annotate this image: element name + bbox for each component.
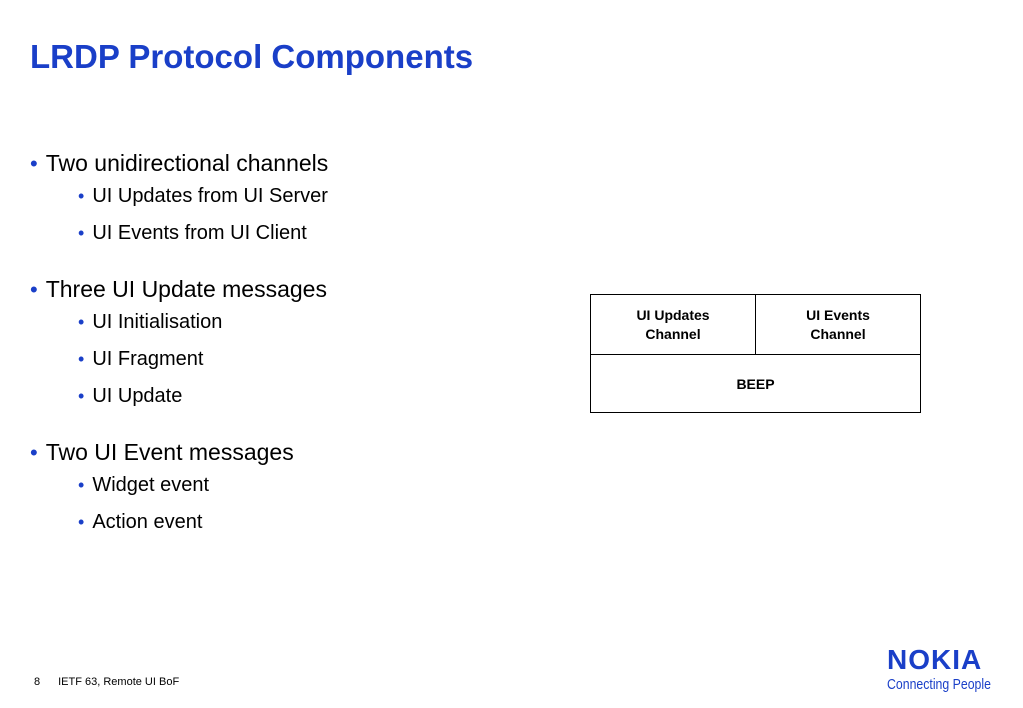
nokia-logo: NOKIA Connecting People bbox=[887, 646, 1005, 694]
bullet-dot-icon: • bbox=[78, 186, 85, 206]
bullet-text: Two UI Event messages bbox=[45, 439, 294, 465]
box-label-line: Channel bbox=[810, 325, 866, 342]
box-label-line: UI Events bbox=[806, 306, 870, 323]
bullet-group: • Two UI Event messages • Widget event •… bbox=[30, 437, 550, 541]
sub-bullet-item: • UI Events from UI Client bbox=[30, 215, 550, 252]
footer: 8 IETF 63, Remote UI BoF bbox=[34, 676, 179, 688]
bullet-item: • Two unidirectional channels bbox=[30, 148, 550, 178]
sub-bullet-text: Action event bbox=[92, 511, 203, 533]
protocol-stack-diagram: UI Updates Channel UI Events Channel BEE… bbox=[590, 294, 921, 413]
bullet-group: • Two unidirectional channels • UI Updat… bbox=[30, 148, 550, 252]
bullet-dot-icon: • bbox=[78, 475, 85, 495]
beep-box: BEEP bbox=[591, 355, 920, 413]
sub-bullet-text: UI Events from UI Client bbox=[92, 222, 307, 244]
sub-bullet-item: • UI Fragment bbox=[30, 341, 550, 378]
bullet-text: Two unidirectional channels bbox=[45, 150, 329, 176]
bullet-dot-icon: • bbox=[78, 386, 85, 406]
sub-bullet-text: UI Fragment bbox=[92, 348, 204, 370]
ui-events-channel-box: UI Events Channel bbox=[755, 295, 920, 354]
slide-title: LRDP Protocol Components bbox=[30, 38, 474, 75]
box-label-line: UI Updates bbox=[636, 306, 710, 323]
sub-bullet-text: UI Update bbox=[92, 385, 183, 407]
sub-bullet-item: • UI Initialisation bbox=[30, 304, 550, 341]
bullet-item: • Three UI Update messages bbox=[30, 274, 550, 304]
bullet-list: • Two unidirectional channels • UI Updat… bbox=[30, 148, 550, 563]
bullet-dot-icon: • bbox=[78, 312, 85, 332]
footer-text: IETF 63, Remote UI BoF bbox=[58, 676, 180, 688]
sub-bullet-text: Widget event bbox=[92, 474, 210, 496]
bullet-dot-icon: • bbox=[30, 277, 38, 302]
logo-tagline: Connecting People bbox=[887, 676, 991, 693]
bullet-item: • Two UI Event messages bbox=[30, 437, 550, 467]
ui-updates-channel-box: UI Updates Channel bbox=[591, 295, 755, 354]
sub-bullet-text: UI Updates from UI Server bbox=[92, 185, 328, 207]
bullet-dot-icon: • bbox=[78, 512, 85, 532]
sub-bullet-item: • Widget event bbox=[30, 467, 550, 504]
box-label-line: Channel bbox=[645, 325, 701, 342]
bullet-text: Three UI Update messages bbox=[45, 276, 327, 302]
bullet-dot-icon: • bbox=[78, 349, 85, 369]
bullet-dot-icon: • bbox=[30, 151, 38, 176]
sub-bullet-item: • UI Update bbox=[30, 378, 550, 415]
beep-label: BEEP bbox=[736, 376, 775, 392]
sub-bullet-text: UI Initialisation bbox=[92, 311, 223, 333]
sub-bullet-item: • UI Updates from UI Server bbox=[30, 178, 550, 215]
page-number: 8 bbox=[34, 676, 41, 688]
bullet-group: • Three UI Update messages • UI Initiali… bbox=[30, 274, 550, 415]
logo-wordmark: NOKIA bbox=[887, 644, 983, 675]
bullet-dot-icon: • bbox=[30, 440, 38, 465]
sub-bullet-item: • Action event bbox=[30, 504, 550, 541]
channel-row: UI Updates Channel UI Events Channel bbox=[591, 295, 920, 355]
bullet-dot-icon: • bbox=[78, 223, 85, 243]
